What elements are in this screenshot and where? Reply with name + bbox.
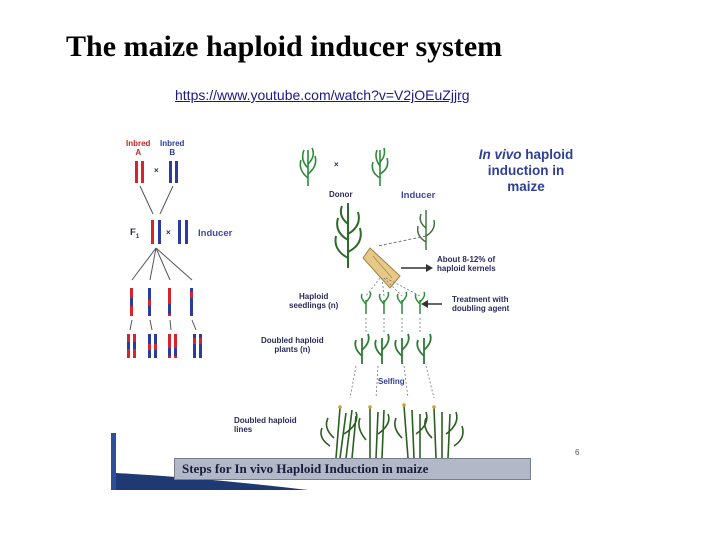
inbred-a-label: Inbred A: [126, 139, 151, 157]
inducer-left-label: Inducer: [198, 228, 233, 239]
haploid-seedlings-label: Haploid seedlings (n): [289, 292, 339, 310]
corn-ear-icon: [362, 247, 401, 289]
figure-artwork: [111, 147, 464, 490]
inducer-top-label: Inducer: [401, 190, 436, 201]
inbred-b-chromosomes: [169, 161, 178, 183]
f1-subscript: 1: [135, 233, 140, 240]
haploid-chromosomes-row: [130, 288, 193, 316]
figure-title-line1: In vivo haploid: [478, 147, 574, 162]
treatment-label: Treatment with doubling agent: [452, 295, 510, 313]
cross-symbol-top: ×: [334, 160, 339, 169]
cross-symbol-f1: ×: [166, 228, 171, 237]
f1-chromosomes: [151, 220, 161, 244]
accent-bar: [111, 433, 116, 490]
doubled-haploid-plants-label: Doubled haploid plants (n): [261, 336, 324, 354]
inducer-mature-plant-icon: [416, 210, 436, 250]
donor-plant-icon: [299, 147, 317, 186]
figure-title-line2: induction in: [487, 163, 565, 178]
donor-label: Donor: [329, 190, 353, 199]
figure-title: In vivo haploid induction in maize: [466, 147, 586, 195]
haploid-seedlings-icon: [360, 291, 426, 314]
inbred-b-label: Inbred B: [160, 139, 185, 157]
doubled-haploid-lines-icon: [320, 405, 464, 459]
figure-title-line3: maize: [507, 179, 545, 194]
tassel-marks: [338, 403, 436, 409]
branch-lines: [129, 247, 197, 331]
doubled-haploid-chromosomes-row: [127, 334, 202, 358]
f1-label: F1: [130, 227, 139, 243]
inducer-plant-icon: [371, 147, 389, 186]
doubled-haploid-plants-icon: [354, 333, 432, 364]
figure-caption: Steps for In vivo Haploid Induction in m…: [174, 458, 531, 480]
slide-title: The maize haploid inducer system: [66, 30, 503, 63]
doubled-haploid-lines-label: Doubled haploid lines: [234, 416, 297, 434]
accent-sweep: [116, 473, 308, 490]
fan-lines: [365, 277, 421, 297]
donor-mature-plant-icon: [334, 203, 362, 268]
youtube-link[interactable]: https://www.youtube.com/watch?v=V2jOEuZj…: [175, 87, 470, 103]
page-number: 6: [575, 448, 580, 457]
haploid-induction-figure: Inbred A Inbred B × F1 × Inducer × Donor…: [108, 128, 588, 493]
inbred-a-chromosomes: [135, 161, 144, 183]
kernels-label: About 8-12% of haploid kernels: [437, 255, 496, 273]
inducer-chromosomes: [178, 220, 188, 244]
f1-letter: F: [130, 227, 136, 238]
cross-symbol-a-b: ×: [154, 166, 159, 175]
selfing-label: Selfing: [378, 377, 405, 386]
